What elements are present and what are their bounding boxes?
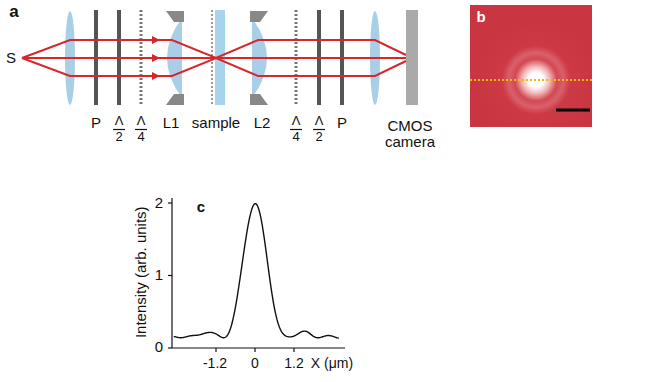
tick bbox=[254, 348, 255, 352]
tick bbox=[168, 347, 172, 348]
y-axis bbox=[171, 198, 172, 348]
camera-sensor bbox=[406, 10, 418, 105]
axis-title: X (μm) bbox=[311, 356, 353, 371]
tick bbox=[168, 275, 172, 276]
fraction-denominator: 4 bbox=[292, 130, 299, 144]
tick bbox=[168, 202, 172, 203]
source-label: S bbox=[6, 50, 16, 67]
profile-line bbox=[470, 79, 592, 81]
arrowhead bbox=[152, 36, 160, 44]
tick-label: -1.2 bbox=[203, 356, 227, 371]
tick-label: 2 bbox=[155, 195, 163, 212]
tick bbox=[293, 348, 294, 352]
lens-mount bbox=[166, 11, 184, 22]
fraction-numerator: Λ bbox=[115, 114, 124, 128]
element-label: CMOS camera bbox=[379, 118, 441, 151]
arrowhead bbox=[152, 54, 160, 62]
arrowhead bbox=[152, 72, 160, 80]
fraction-numerator: Λ bbox=[292, 114, 301, 128]
intensity-curve bbox=[174, 204, 339, 338]
lens-mount bbox=[250, 94, 268, 105]
element-label: sample bbox=[192, 115, 240, 132]
panel-letter: c bbox=[197, 199, 205, 216]
fraction-denominator: 2 bbox=[315, 130, 322, 144]
element-label: P bbox=[91, 115, 101, 132]
axis-title: Intensity (arb. units) bbox=[133, 206, 150, 338]
scale-bar bbox=[556, 109, 590, 112]
element-label: P bbox=[337, 115, 347, 132]
fraction-denominator: 2 bbox=[115, 130, 122, 144]
lens-mount bbox=[166, 94, 184, 105]
fraction-numerator: Λ bbox=[315, 114, 324, 128]
fraction-numerator: Λ bbox=[137, 114, 146, 128]
beam-ray bbox=[22, 58, 406, 76]
axes bbox=[168, 198, 345, 352]
camera-image bbox=[470, 5, 592, 127]
element-label: L1 bbox=[163, 115, 180, 132]
fraction-denominator: 4 bbox=[137, 130, 144, 144]
element-label: L2 bbox=[254, 115, 271, 132]
arrowheads bbox=[152, 36, 160, 80]
x-axis bbox=[172, 347, 345, 348]
beam-ray bbox=[22, 40, 406, 58]
tick-label: 0 bbox=[251, 356, 259, 371]
panel-letter: b bbox=[476, 9, 485, 26]
tick-label: 0 bbox=[155, 339, 163, 356]
beams bbox=[22, 40, 406, 76]
tick-label: 1 bbox=[155, 267, 163, 284]
panel-letter: a bbox=[9, 3, 18, 22]
tick bbox=[215, 348, 216, 352]
lens-mount bbox=[250, 11, 268, 22]
tick-label: 1.2 bbox=[284, 356, 303, 371]
